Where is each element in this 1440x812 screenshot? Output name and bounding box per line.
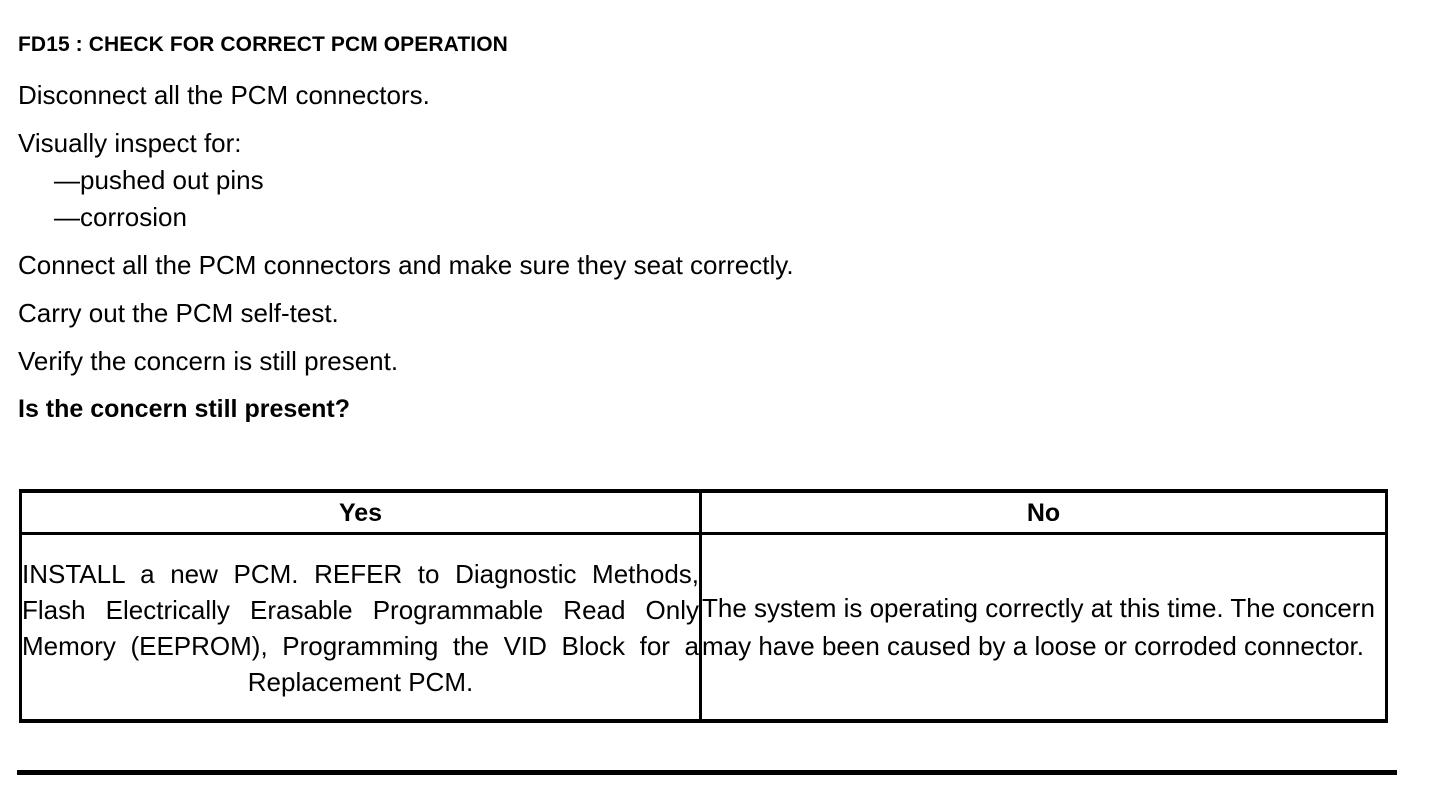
decision-answer-no-text: The system is operating correctly at thi… xyxy=(702,593,1375,661)
decision-table-header-yes: Yes xyxy=(19,489,702,535)
page-title: FD15 : CHECK FOR CORRECT PCM OPERATION xyxy=(18,33,508,56)
decision-table-row: INSTALL a new PCM. REFER to Diagnostic M… xyxy=(19,532,1388,723)
decision-table: Yes No INSTALL a new PCM. REFER to Diagn… xyxy=(19,489,1388,723)
bottom-divider xyxy=(17,770,1397,775)
decision-cell-no: The system is operating correctly at thi… xyxy=(699,532,1388,723)
instruction-line-5: Verify the concern is still present. xyxy=(18,346,399,376)
decision-answer-yes-text: INSTALL a new PCM. REFER to Diagnostic M… xyxy=(22,559,699,697)
decision-table-header-no: No xyxy=(699,489,1388,535)
decision-table-header-row: Yes No xyxy=(19,489,1388,535)
instruction-line-4: Carry out the PCM self-test. xyxy=(18,298,339,328)
instruction-subitem-corrosion: —corrosion xyxy=(54,202,187,232)
decision-question: Is the concern still present? xyxy=(18,395,351,423)
instruction-line-2: Visually inspect for: xyxy=(18,128,242,158)
decision-cell-yes: INSTALL a new PCM. REFER to Diagnostic M… xyxy=(19,532,702,723)
instruction-line-1: Disconnect all the PCM connectors. xyxy=(18,80,430,110)
instruction-line-3: Connect all the PCM connectors and make … xyxy=(18,250,794,280)
instruction-subitem-pushed-out-pins: —pushed out pins xyxy=(54,165,264,195)
instruction-list: Disconnect all the PCM connectors. Visua… xyxy=(18,79,1418,426)
